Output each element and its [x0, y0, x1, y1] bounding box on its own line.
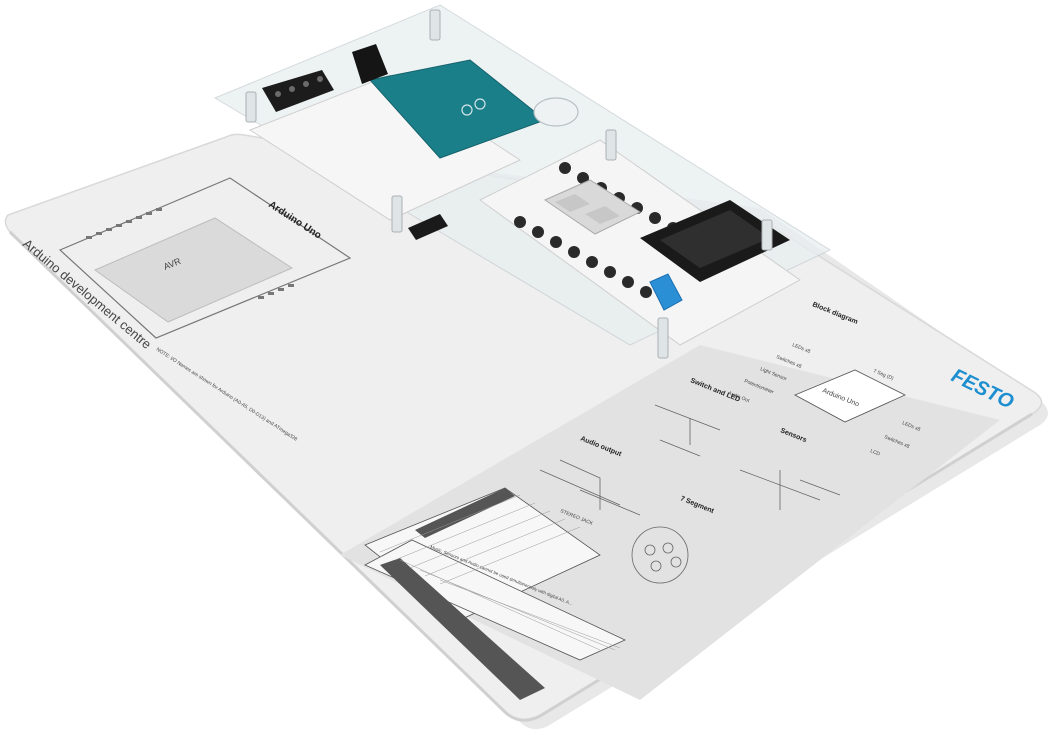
control-pcb	[479, 139, 801, 346]
svg-text:LCD: LCD	[869, 448, 881, 457]
standoffs	[245, 9, 773, 359]
ribbon-connector	[408, 214, 448, 240]
screw-terminal-screws	[275, 76, 323, 97]
diagram-pin-row	[86, 208, 294, 299]
arduino-logo-mark	[461, 98, 486, 116]
potentiometer	[649, 273, 683, 311]
board-edge	[8, 230, 1033, 722]
seven-segment-display	[543, 179, 642, 235]
clear-knob	[533, 97, 579, 127]
lcd-display	[640, 200, 790, 282]
dc-power-jack	[352, 44, 388, 84]
pin-table: Music, Sensors and Audio cannot be used …	[364, 487, 626, 700]
shield-pcb	[248, 74, 522, 221]
schematic-lines	[539, 404, 841, 584]
screw-terminal	[262, 70, 334, 112]
